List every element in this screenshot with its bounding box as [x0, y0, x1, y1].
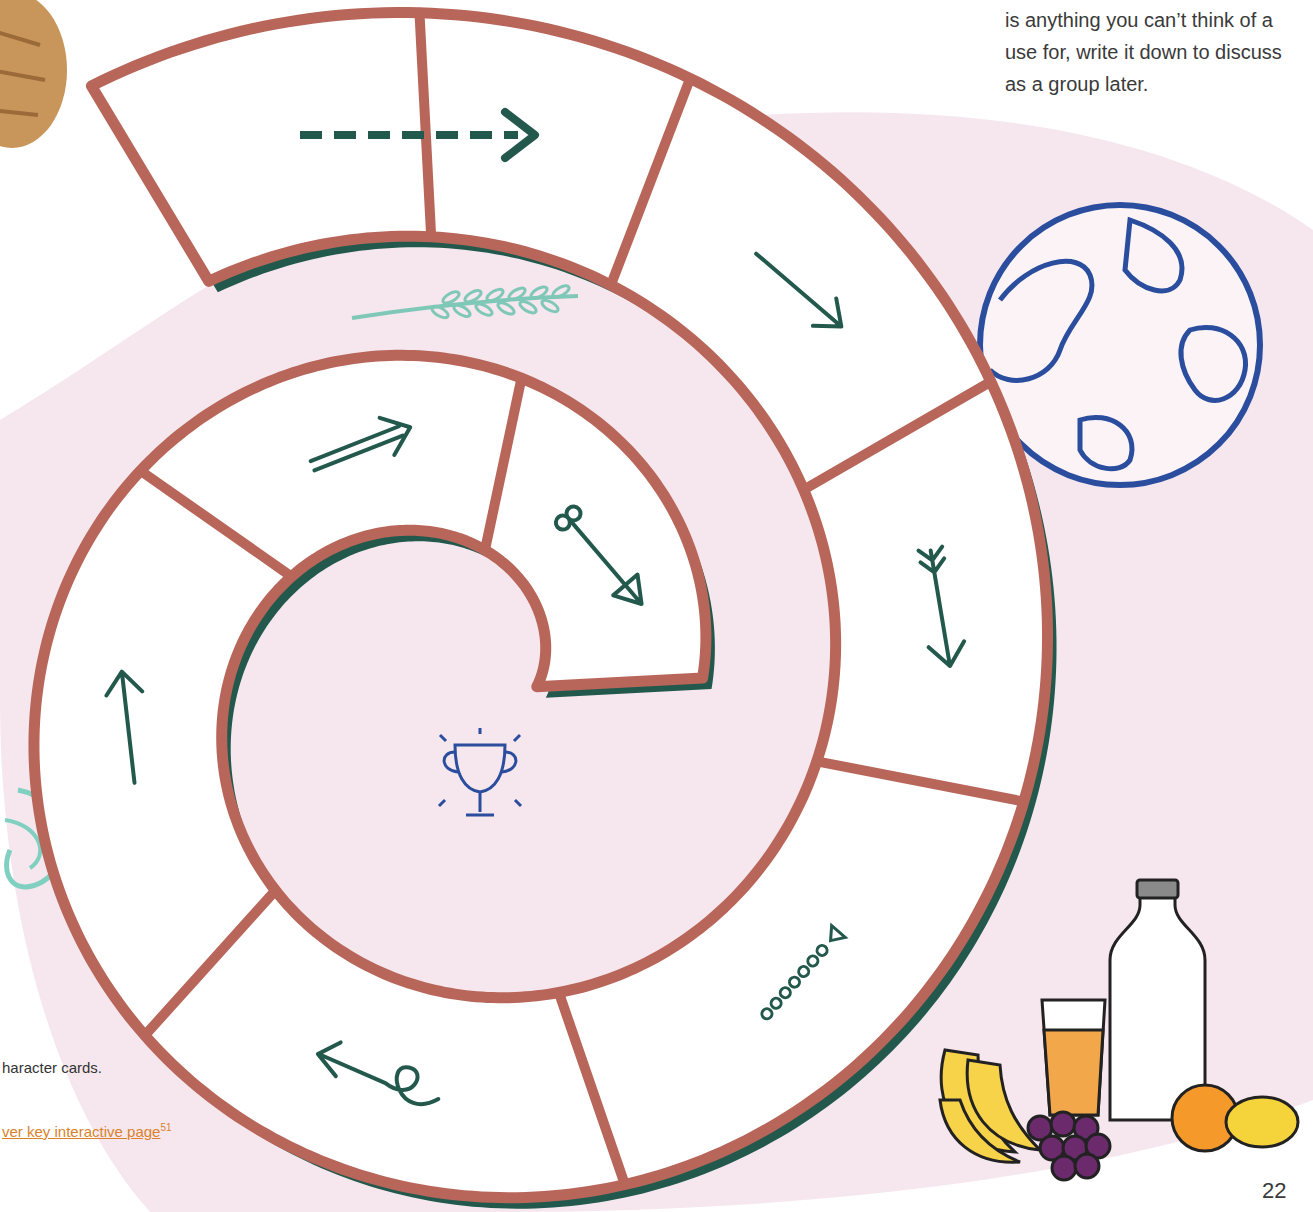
body-note-box: is anything you can’t think of a use for…	[1005, 4, 1305, 100]
arrow-symbol	[312, 1038, 445, 1107]
bubble-dot	[787, 975, 801, 989]
arrow-symbol	[305, 409, 417, 485]
bread-loaf	[0, 0, 67, 148]
continent	[1181, 327, 1246, 400]
continent	[1125, 220, 1182, 291]
arrow-symbol	[744, 240, 853, 340]
earth-picture	[980, 205, 1260, 485]
dashed-arrow	[300, 131, 518, 139]
bubble-dot	[769, 996, 783, 1010]
wheat-grain	[485, 287, 505, 303]
bread-crust	[0, 30, 45, 115]
trophy-cup	[455, 745, 505, 792]
card-note-box: haracter cards.	[2, 1058, 202, 1078]
arrow-symbol	[560, 512, 654, 614]
board-wall	[140, 471, 291, 577]
grape	[1051, 1112, 1075, 1136]
banana	[940, 1100, 1020, 1162]
continent	[990, 261, 1092, 380]
board-wall	[485, 378, 522, 550]
trophy-stem	[466, 792, 494, 815]
wheat-grain	[474, 302, 494, 318]
link-text-box: ver key interactive page51	[2, 1118, 242, 1142]
wheat-grain	[430, 304, 450, 320]
wheat-grain	[518, 299, 538, 315]
cell-symbol	[312, 1038, 445, 1107]
wheat-grains	[430, 283, 571, 320]
cell-symbol	[913, 546, 968, 669]
board-wall	[559, 992, 625, 1184]
bubble-dot	[760, 1007, 774, 1021]
cell-symbol	[551, 502, 653, 614]
wheat-picture	[352, 283, 578, 320]
wheat-grain	[507, 286, 527, 302]
cell-symbol	[757, 926, 845, 1024]
wheat-grain	[463, 288, 483, 304]
bubble-dot	[806, 954, 820, 968]
wheat-grain	[496, 300, 516, 316]
bone-end	[553, 513, 573, 533]
wheat-grain	[529, 285, 549, 301]
board-track	[34, 13, 1048, 1198]
board-wall	[611, 78, 690, 285]
wheat-grain	[452, 303, 472, 319]
bubble-dot	[815, 943, 829, 957]
grape	[1052, 1156, 1076, 1180]
juice	[1044, 1030, 1103, 1115]
spiral-board	[34, 13, 1057, 1209]
bubble-tail	[824, 926, 845, 947]
bubble-dot	[797, 965, 811, 979]
trophy-picture	[439, 728, 521, 815]
bubble-dot	[778, 986, 792, 1000]
trophy-shine	[439, 728, 521, 806]
footnote-number: 51	[160, 1122, 171, 1133]
page-number: 22	[1262, 1178, 1286, 1203]
bottle-cap	[1137, 880, 1178, 898]
lemon	[1226, 1097, 1298, 1147]
card-note: haracter cards.	[2, 1059, 102, 1076]
wheat-grain	[551, 283, 571, 299]
bottle	[1110, 895, 1205, 1120]
wheat-grain	[540, 298, 560, 314]
arrow-head	[505, 112, 535, 158]
cell-symbol	[305, 409, 417, 485]
link-text: ver key interactive page	[2, 1123, 160, 1140]
fruit-picture	[940, 880, 1298, 1180]
board-wall	[419, 13, 431, 237]
bread-picture	[0, 0, 67, 148]
trophy-handles	[444, 752, 516, 772]
grape	[1075, 1154, 1099, 1178]
cell-symbol	[744, 240, 853, 340]
board-wall	[817, 761, 1024, 801]
continent	[1080, 417, 1132, 468]
swirl-line	[5, 820, 40, 868]
arrow-symbol	[104, 670, 152, 785]
cell-symbol	[104, 670, 152, 785]
board-wall	[804, 382, 991, 490]
glass	[1042, 1000, 1105, 1115]
earth-globe	[980, 205, 1260, 485]
body-note: is anything you can’t think of a use for…	[1005, 9, 1282, 95]
page-number-box: 22	[1262, 1178, 1308, 1204]
board-wall	[145, 890, 276, 1035]
wheat-grain	[441, 289, 461, 305]
arrow-symbol	[913, 546, 968, 669]
